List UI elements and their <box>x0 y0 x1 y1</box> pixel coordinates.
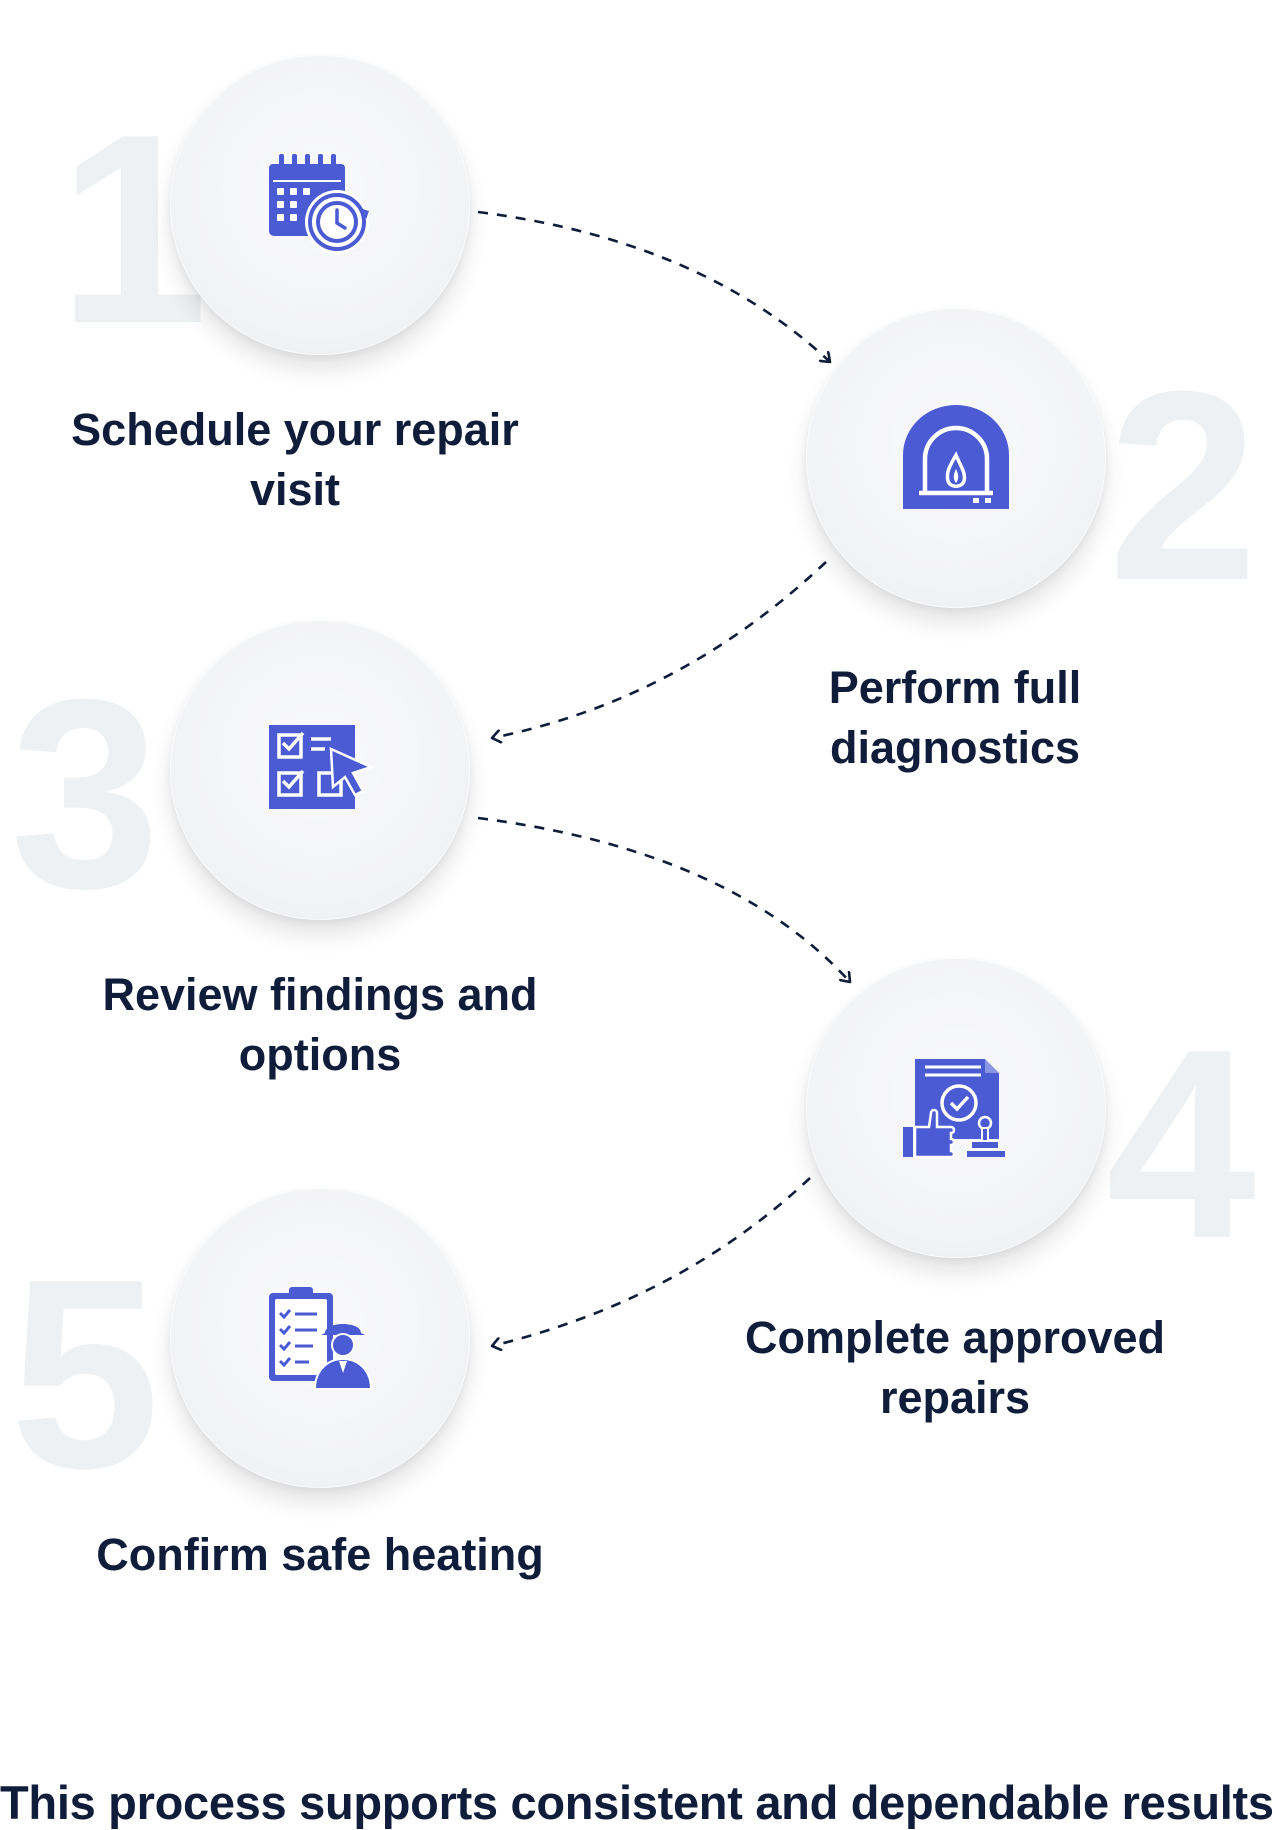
step-1-label-line-2: visit <box>249 464 341 515</box>
calendar-clock-icon <box>269 154 369 254</box>
step-1-label-line-1: Schedule your repair <box>71 404 519 455</box>
technician-clipboard-icon <box>269 1287 373 1390</box>
step-5-circle <box>170 1188 470 1488</box>
checklist-cursor-icon <box>269 725 375 809</box>
step-2-circle <box>806 308 1106 608</box>
step-4-label-line-1: Complete approved <box>744 1312 1166 1363</box>
step-1-label: Schedule your repair visit <box>60 400 530 520</box>
step-2-label-line-2: diagnostics <box>829 722 1081 773</box>
connector-3-to-4 <box>477 816 850 982</box>
step-4-label-line-2: repairs <box>879 1372 1031 1423</box>
step-5-label-line-1: Confirm safe heating <box>96 1529 544 1580</box>
step-3-label-line-2: options <box>238 1029 402 1080</box>
step-3-label-line-1: Review findings and <box>102 969 538 1020</box>
connector-1-to-2 <box>477 210 830 362</box>
step-number-4: 4 <box>1106 994 1256 1295</box>
step-4-circle <box>806 958 1106 1258</box>
step-3-circle <box>170 620 470 920</box>
step-2-label: Perform full diagnostics <box>720 658 1190 778</box>
step-number-5: 5 <box>10 1224 160 1525</box>
step-1-circle <box>170 55 470 355</box>
step-3-label: Review findings and options <box>85 965 555 1085</box>
step-2-label-line-1: Perform full <box>828 662 1082 713</box>
footer-statement: This process supports consistent and dep… <box>0 1776 1274 1829</box>
step-number-3: 3 <box>10 644 160 945</box>
fireplace-icon <box>903 405 1009 509</box>
step-5-label: Confirm safe heating <box>70 1525 570 1585</box>
approved-document-icon <box>903 1059 1005 1159</box>
step-number-2: 2 <box>1108 336 1258 637</box>
step-4-label: Complete approved repairs <box>720 1308 1190 1428</box>
